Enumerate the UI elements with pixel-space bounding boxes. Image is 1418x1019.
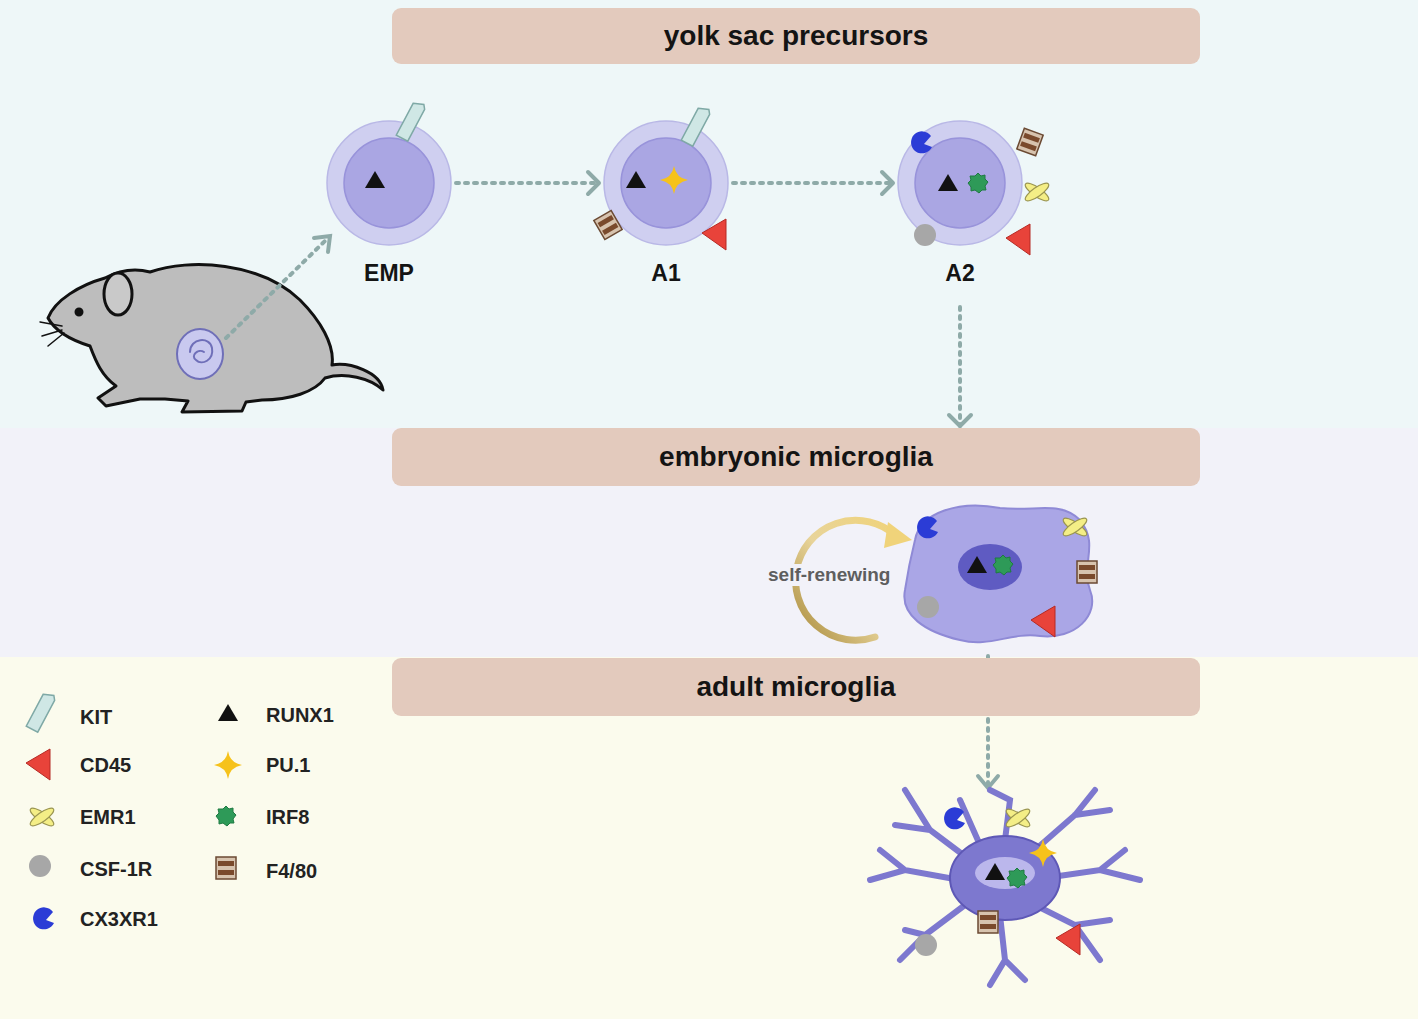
- process-label: self-renewing: [766, 564, 892, 586]
- embryo-band: [0, 428, 1418, 657]
- legend-text: KIT: [80, 705, 112, 729]
- legend-text: PU.1: [266, 753, 310, 777]
- legend-text: RUNX1: [266, 703, 334, 727]
- legend-text: EMR1: [80, 805, 136, 829]
- precursor-cell: EMP: [326, 120, 452, 246]
- marker-symbol: [914, 224, 936, 246]
- precursor-cell: A1: [603, 120, 729, 246]
- marker-symbol: [1023, 180, 1051, 203]
- adult-microglia-cell: [870, 790, 1140, 985]
- section-header: yolk sac precursors: [392, 8, 1200, 64]
- marker-symbol: [911, 131, 932, 153]
- legend-text: CD45: [80, 753, 131, 777]
- section-header: adult microglia: [392, 658, 1200, 716]
- marker-symbol: [626, 171, 646, 188]
- cell-outline: [603, 120, 729, 246]
- marker-symbol: [365, 171, 385, 188]
- cell-label: A2: [945, 260, 974, 287]
- mouse-illustration: [40, 265, 383, 412]
- legend-text: CX3XR1: [80, 907, 158, 931]
- legend-symbols: [26, 691, 242, 930]
- cell-label: A1: [651, 260, 680, 287]
- marker-symbol: [681, 105, 711, 146]
- section-header: embryonic microglia: [392, 428, 1200, 486]
- lineage-arrow: [949, 307, 971, 426]
- cell-outline: [326, 120, 452, 246]
- cell-outline: [897, 120, 1023, 246]
- marker-symbol: [702, 219, 726, 250]
- marker-symbol: [396, 100, 426, 141]
- marker-symbol: [594, 210, 622, 239]
- header-text: adult microglia: [696, 671, 895, 703]
- marker-symbol: [1006, 224, 1030, 255]
- legend-text: F4/80: [266, 859, 317, 883]
- marker-symbol: [938, 174, 958, 191]
- marker-symbol: [1017, 128, 1043, 156]
- origin-arrow: [226, 236, 330, 338]
- yolk-sac-band: [0, 0, 1418, 428]
- embryonic-microglia-cell: [904, 506, 1097, 643]
- marker-symbol: [660, 166, 688, 194]
- marker-symbol: [968, 173, 988, 193]
- adult-band: [0, 657, 1418, 1019]
- header-text: yolk sac precursors: [664, 20, 929, 52]
- cell-label: EMP: [364, 260, 414, 287]
- lineage-arrow: [456, 172, 599, 194]
- precursor-cell: A2: [897, 120, 1023, 246]
- lineage-arrow: [733, 172, 893, 194]
- legend-text: CSF-1R: [80, 857, 152, 881]
- legend-text: IRF8: [266, 805, 309, 829]
- header-text: embryonic microglia: [659, 441, 933, 473]
